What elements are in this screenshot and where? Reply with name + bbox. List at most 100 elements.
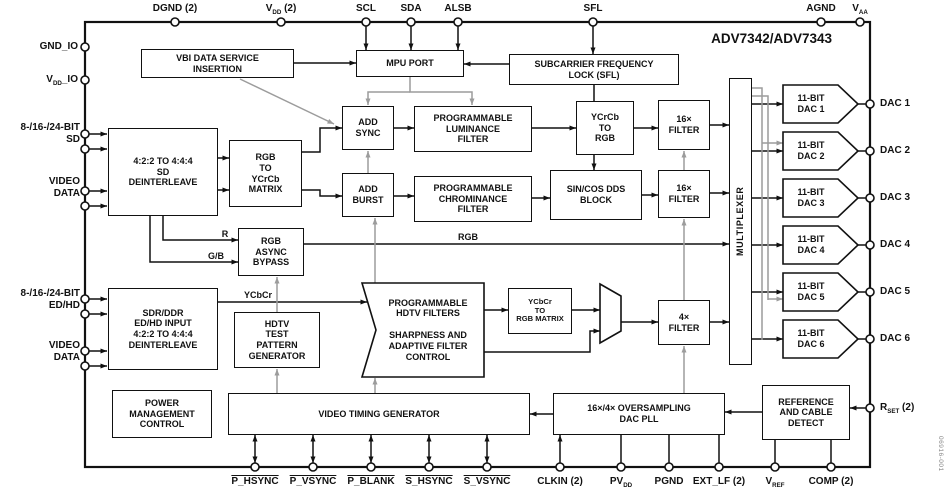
pin-pvdd	[616, 462, 626, 472]
arrowhead	[100, 348, 107, 354]
arrowhead	[231, 259, 238, 265]
arrowhead	[274, 369, 280, 376]
wire	[239, 78, 335, 125]
arrowhead	[776, 140, 783, 146]
pin-edhd-3	[80, 361, 90, 371]
pin-rset	[865, 403, 875, 413]
arrowhead	[426, 435, 432, 442]
arrowhead	[100, 131, 107, 137]
arrowhead	[681, 151, 687, 158]
arrowhead	[651, 192, 658, 198]
pin-edhd-2	[80, 346, 90, 356]
wire	[162, 216, 238, 241]
pin-vaa	[855, 17, 865, 27]
pin-sd-3	[80, 201, 90, 211]
arrowhead	[484, 435, 490, 442]
pin-p-blank	[366, 462, 376, 472]
pin-sd-1	[80, 144, 90, 154]
pin-edhd-0	[80, 294, 90, 304]
pin-dac-3	[865, 193, 875, 203]
pin-scl	[361, 17, 371, 27]
arrowhead	[776, 296, 783, 302]
arrowhead	[231, 237, 238, 243]
pin-agnd	[816, 17, 826, 27]
pin-p-hsync	[250, 462, 260, 472]
arrowhead	[100, 188, 107, 194]
arrowhead	[310, 456, 316, 463]
arrowhead	[408, 43, 414, 50]
arrowhead	[593, 307, 600, 313]
wire	[302, 127, 342, 153]
arrowhead	[360, 299, 367, 305]
pin-sd-2	[80, 186, 90, 196]
arrowhead	[327, 118, 334, 124]
block-hdtv-filters	[360, 282, 485, 378]
wire	[367, 91, 410, 105]
arrowhead	[100, 311, 107, 317]
arrowhead	[455, 43, 461, 50]
arrowhead	[426, 456, 432, 463]
arrowhead	[372, 378, 378, 385]
arrowhead	[252, 435, 258, 442]
pin-dac-6	[865, 334, 875, 344]
pin-vref	[770, 462, 780, 472]
pin-vdd	[276, 17, 286, 27]
wire	[149, 216, 238, 263]
arrowhead	[335, 125, 342, 131]
arrowhead	[407, 125, 414, 131]
arrowhead	[722, 241, 729, 247]
arrowhead	[569, 125, 576, 131]
arrowhead	[722, 190, 729, 196]
pin-comp	[826, 462, 836, 472]
pin-edhd-1	[80, 309, 90, 319]
arrowhead	[310, 435, 316, 442]
arrowhead	[681, 219, 687, 226]
pin-p-vsync	[308, 462, 318, 472]
arrowhead	[368, 456, 374, 463]
arrowhead	[469, 98, 475, 105]
pin-sda	[406, 17, 416, 27]
arrowhead	[590, 47, 596, 54]
arrowhead	[464, 61, 471, 67]
pin-dac-2	[865, 146, 875, 156]
arrowhead	[651, 319, 658, 325]
pin-ext-lf	[714, 462, 724, 472]
arrowhead	[365, 98, 371, 105]
block-dac-2	[782, 131, 860, 171]
arrowhead	[543, 195, 550, 201]
arrowhead	[100, 363, 107, 369]
arrowhead	[363, 43, 369, 50]
arrowhead	[349, 60, 356, 66]
pin-dgnd	[170, 17, 180, 27]
arrowhead	[776, 101, 783, 107]
arrowhead	[365, 151, 371, 158]
arrowhead	[776, 242, 783, 248]
arrowhead	[100, 203, 107, 209]
figure-watermark: 06916-001	[937, 436, 944, 472]
arrowhead	[501, 307, 508, 313]
pin-sfl	[588, 17, 598, 27]
pin-clkin	[555, 462, 565, 472]
block-dac-mux	[599, 282, 622, 345]
wire	[302, 189, 342, 197]
arrowhead	[725, 409, 732, 415]
arrowhead	[776, 195, 783, 201]
wire	[484, 330, 600, 353]
wire	[752, 95, 769, 300]
arrowhead	[368, 435, 374, 442]
arrowhead	[100, 296, 107, 302]
pin-dac-1	[865, 99, 875, 109]
arrowhead	[100, 146, 107, 152]
arrowhead	[651, 125, 658, 131]
pin-sd-0	[80, 129, 90, 139]
arrowhead	[776, 289, 783, 295]
arrowhead	[530, 411, 537, 417]
arrowhead	[557, 435, 563, 442]
arrowhead	[776, 336, 783, 342]
arrowhead	[407, 193, 414, 199]
block-dac-4	[782, 225, 860, 265]
arrowhead	[722, 122, 729, 128]
arrowhead	[252, 456, 258, 463]
